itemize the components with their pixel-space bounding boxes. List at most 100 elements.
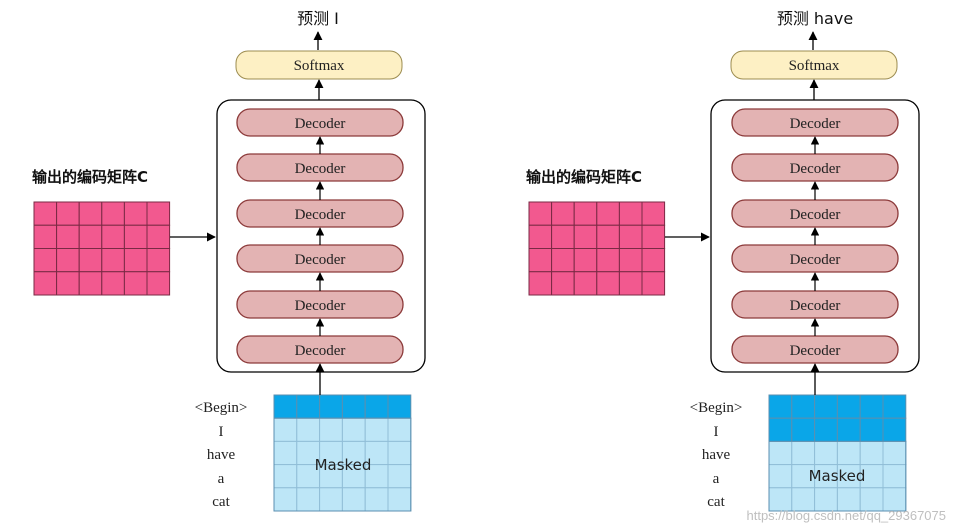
masked-input-matrix xyxy=(273,394,412,512)
matrix-cell xyxy=(596,224,620,249)
matrix-cell xyxy=(641,248,666,273)
mask-cell xyxy=(791,417,816,442)
matrix-cell xyxy=(551,248,575,273)
mask-cell xyxy=(387,394,412,419)
matrix-cell xyxy=(78,201,103,226)
softmax-label: Softmax xyxy=(789,58,840,74)
matrix-cell xyxy=(618,248,643,273)
input-token: <Begin> xyxy=(195,400,248,416)
matrix-cell xyxy=(78,224,103,249)
masked-region xyxy=(273,417,412,512)
decoder-label: Decoder xyxy=(790,161,841,177)
prediction-label: 预测 I xyxy=(297,9,339,28)
mask-cell xyxy=(814,394,838,419)
matrix-cell xyxy=(146,201,171,226)
matrix-cell xyxy=(123,248,148,273)
matrix-cell xyxy=(528,224,553,249)
input-token-list: <Begin> I have a cat xyxy=(195,400,248,510)
matrix-cell xyxy=(573,248,598,273)
matrix-cell xyxy=(618,224,643,249)
mask-cell xyxy=(836,394,861,419)
softmax-box xyxy=(235,50,403,80)
watermark: https://blog.csdn.net/qq_29367075 xyxy=(747,508,947,523)
mask-cell xyxy=(814,417,838,442)
matrix-cell xyxy=(596,271,620,296)
matrix-cell xyxy=(146,248,171,273)
decoder-block xyxy=(731,108,899,137)
decoder-label: Decoder xyxy=(790,207,841,223)
decoder-label: Decoder xyxy=(790,116,841,132)
matrix-cell xyxy=(33,201,58,226)
matrix-cell xyxy=(618,201,643,226)
matrix-cell xyxy=(551,201,575,226)
mask-cell xyxy=(768,417,793,442)
decoder-label: Decoder xyxy=(295,116,346,132)
input-token: <Begin> xyxy=(690,400,743,416)
matrix-cell xyxy=(101,224,125,249)
input-token: I xyxy=(219,424,224,440)
matrix-cell xyxy=(101,248,125,273)
decoder-label: Decoder xyxy=(790,343,841,359)
matrix-cell xyxy=(56,224,80,249)
mask-cell xyxy=(882,394,907,419)
mask-cell xyxy=(836,417,861,442)
matrix-cell xyxy=(596,201,620,226)
matrix-cell xyxy=(56,201,80,226)
decoder-label: Decoder xyxy=(295,207,346,223)
input-token-list: <Begin> I have a cat xyxy=(690,400,743,510)
mask-label: Masked xyxy=(315,456,372,474)
encoding-matrix-c xyxy=(33,201,171,296)
matrix-cell xyxy=(528,201,553,226)
matrix-cell xyxy=(551,224,575,249)
input-token: a xyxy=(218,471,225,487)
matrix-cell xyxy=(123,201,148,226)
decoder-block xyxy=(236,108,404,137)
decoder-label: Decoder xyxy=(790,298,841,314)
matrix-cell xyxy=(78,271,103,296)
mask-cell xyxy=(273,394,298,419)
matrix-cell xyxy=(123,271,148,296)
matrix-cell xyxy=(528,271,553,296)
input-token: I xyxy=(714,424,719,440)
matrix-cell xyxy=(573,201,598,226)
mask-cell xyxy=(341,394,366,419)
matrix-cell xyxy=(573,271,598,296)
decoder-label: Decoder xyxy=(295,252,346,268)
mask-cell xyxy=(882,417,907,442)
mask-cell xyxy=(319,394,343,419)
matrix-cell xyxy=(33,271,58,296)
masked-region xyxy=(768,440,907,512)
mask-label: Masked xyxy=(809,467,866,485)
matrix-cell xyxy=(33,224,58,249)
matrix-cell xyxy=(528,248,553,273)
matrix-cell xyxy=(596,248,620,273)
mask-cell xyxy=(296,394,321,419)
matrix-cell xyxy=(101,201,125,226)
masked-input-matrix xyxy=(768,394,907,512)
encoding-matrix-label: 输出的编码矩阵C xyxy=(526,168,642,186)
input-token: a xyxy=(713,471,720,487)
decoder-label: Decoder xyxy=(295,298,346,314)
input-token: have xyxy=(207,447,236,463)
matrix-cell xyxy=(56,248,80,273)
panel-right: 预测 have Softmax Decoder Decoder Decoder … xyxy=(526,9,920,512)
panel-left: 预测 I Softmax Decoder Decoder Decoder Dec… xyxy=(32,9,426,512)
matrix-cell xyxy=(101,271,125,296)
matrix-cell xyxy=(56,271,80,296)
encoding-matrix-c xyxy=(528,201,666,296)
matrix-cell xyxy=(618,271,643,296)
prediction-label: 预测 have xyxy=(777,9,853,28)
matrix-cell xyxy=(146,224,171,249)
matrix-cell xyxy=(641,271,666,296)
input-token: have xyxy=(702,447,731,463)
matrix-cell xyxy=(146,271,171,296)
decoder-label: Decoder xyxy=(790,252,841,268)
matrix-cell xyxy=(123,224,148,249)
matrix-cell xyxy=(33,248,58,273)
softmax-box xyxy=(730,50,898,80)
input-token: cat xyxy=(212,494,230,510)
matrix-cell xyxy=(573,224,598,249)
decoder-label: Decoder xyxy=(295,161,346,177)
matrix-cell xyxy=(78,248,103,273)
